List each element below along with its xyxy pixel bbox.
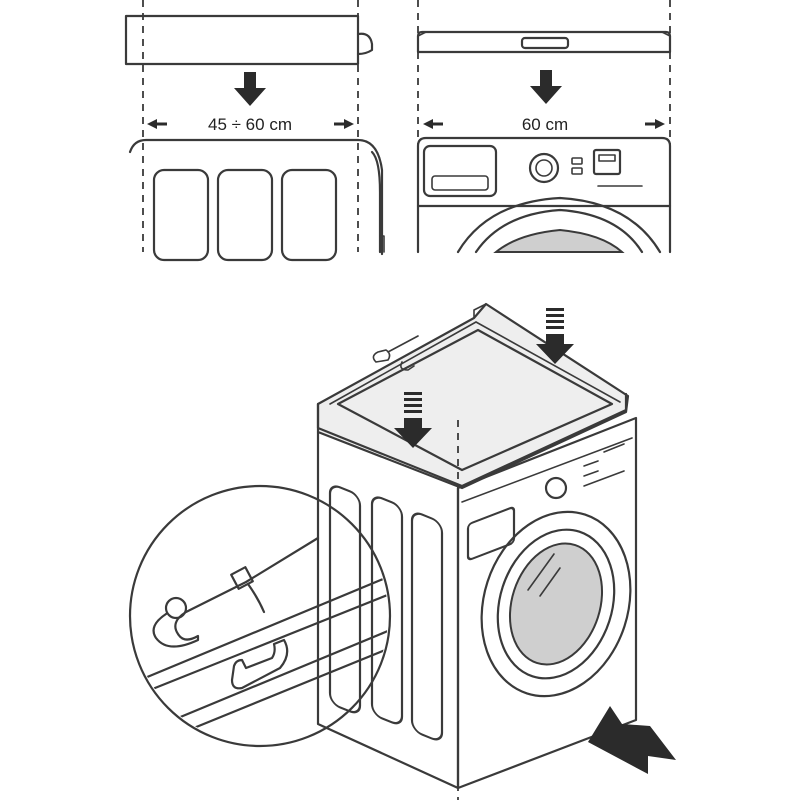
down-arrow-icon [234, 72, 266, 106]
dimension-arrow-left-icon [147, 119, 167, 129]
display-digits [598, 154, 616, 162]
tray-down-arrow-right-icon [536, 308, 574, 364]
front-view-panel: 60 cm [416, 0, 672, 254]
glass-reflection [527, 553, 561, 597]
isometric-assembly [316, 302, 676, 800]
cable-tie-icon [152, 536, 320, 648]
front-door-outer [480, 510, 632, 698]
tray-rim-lines [329, 321, 621, 405]
indicator-button-1 [571, 157, 583, 165]
detergent-drawer-handle [431, 175, 489, 191]
lower-appliance-side-edge [370, 150, 382, 254]
bracket-hook-icon [230, 638, 289, 690]
zoom-rail-lower [176, 624, 388, 720]
frame-handle-slot [520, 36, 570, 50]
detergent-drawer [422, 144, 498, 198]
washer-body-side [316, 430, 460, 790]
side-panel-2 [216, 168, 274, 262]
dimension-arrow-right-icon [334, 119, 354, 129]
tray-down-arrow-left-icon [394, 392, 432, 448]
upper-appliance-handle [356, 32, 374, 56]
push-arrow-icon [588, 706, 676, 774]
program-knob [528, 152, 560, 184]
left-dimension-label: 45 ÷ 60 cm [208, 115, 292, 134]
front-program-knob [544, 476, 568, 500]
zoom-detail-circle [128, 484, 392, 748]
front-dimension-arrow-right-icon [645, 119, 665, 129]
front-control-divider [461, 437, 633, 503]
cable-tie-loop [164, 596, 188, 620]
zoom-rail-lower-edge [182, 642, 388, 734]
front-detergent-drawer [466, 506, 516, 561]
side-panel-3 [280, 168, 338, 262]
washer-side-rib-2 [370, 496, 404, 725]
side-view-panel: 45 ÷ 60 cm [124, 0, 385, 262]
front-door-glass [508, 542, 604, 666]
stacking-frame-front [416, 30, 672, 54]
washer-door-inner [474, 208, 644, 254]
front-down-arrow-icon [530, 70, 562, 104]
tray-back-corner [473, 303, 487, 319]
zoom-rail-upper-lower-edge [148, 588, 388, 692]
front-door-ring [496, 528, 616, 680]
cable-tie-tail [246, 582, 266, 614]
cable-tie-head [230, 566, 254, 590]
lower-appliance-top [128, 138, 384, 256]
frame-corner-edges [417, 31, 671, 37]
washer-door-outer [456, 196, 662, 254]
zoom-rail-upper [138, 570, 388, 682]
upper-appliance-base [124, 14, 360, 66]
program-knob-inner [535, 159, 553, 177]
front-buttons [583, 443, 625, 487]
lower-appliance-foot [379, 235, 385, 253]
tray-bracket-icon [372, 335, 419, 371]
washer-door-glass [493, 228, 625, 253]
right-dimension-label: 60 cm [522, 115, 568, 134]
washer-body-front [456, 416, 638, 790]
side-panel-1 [152, 168, 210, 262]
indicator-button-2 [571, 167, 583, 175]
washer-front-outline [416, 136, 672, 254]
washer-side-rib-3 [410, 512, 444, 741]
tray-inner-surface [336, 328, 614, 472]
front-dimension-arrow-left-icon [423, 119, 443, 129]
display-screen [592, 148, 622, 176]
